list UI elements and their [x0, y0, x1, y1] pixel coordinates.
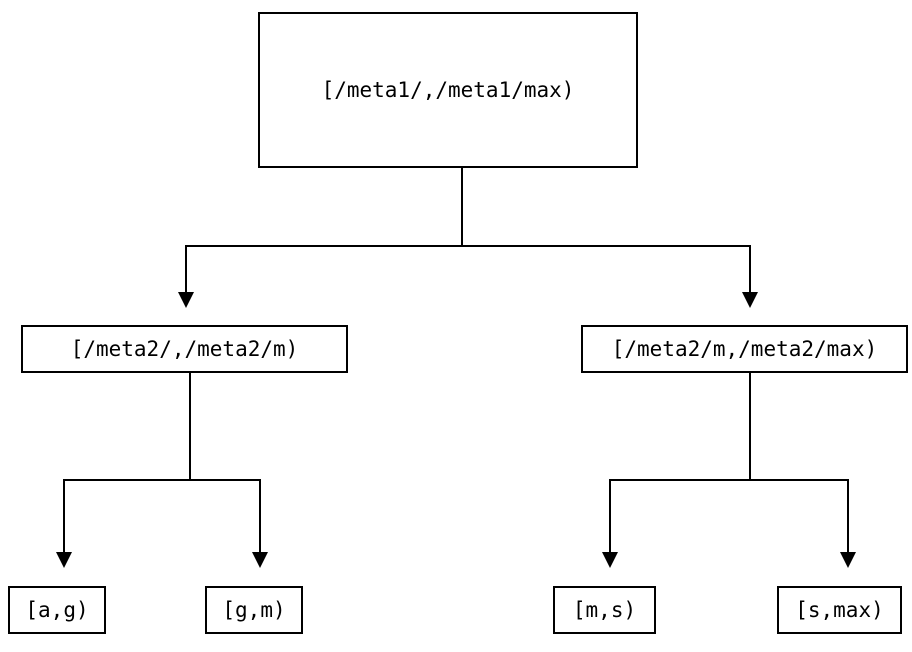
node-label: [m,s): [572, 597, 637, 622]
edge-arrowhead-leaf-ag: [56, 552, 72, 568]
edge-arrowhead-leaf-gm: [252, 552, 268, 568]
node-label: [a,g): [25, 597, 89, 622]
node-label: [/meta2/,/meta2/m): [70, 336, 299, 361]
edge-arrowhead-mid-right: [742, 292, 758, 308]
tree-node-leaf-ag[interactable]: [a,g): [8, 586, 106, 634]
tree-node-leaf-smax[interactable]: [s,max): [777, 586, 902, 634]
tree-node-leaf-ms[interactable]: [m,s): [553, 586, 656, 634]
tree-node-mid-left[interactable]: [/meta2/,/meta2/m): [21, 325, 348, 373]
tree-node-root[interactable]: [/meta1/,/meta1/max): [258, 12, 638, 168]
edge-arrowhead-mid-left: [178, 292, 194, 308]
node-label: [g,m): [222, 597, 286, 622]
tree-node-leaf-gm[interactable]: [g,m): [205, 586, 303, 634]
edge-arrowhead-leaf-smax: [840, 552, 856, 568]
tree-node-mid-right[interactable]: [/meta2/m,/meta2/max): [581, 325, 908, 373]
edge-arrowhead-leaf-ms: [602, 552, 618, 568]
node-label: [/meta1/,/meta1/max): [321, 77, 575, 102]
node-label: [s,max): [795, 597, 884, 622]
node-label: [/meta2/m,/meta2/max): [611, 336, 878, 361]
